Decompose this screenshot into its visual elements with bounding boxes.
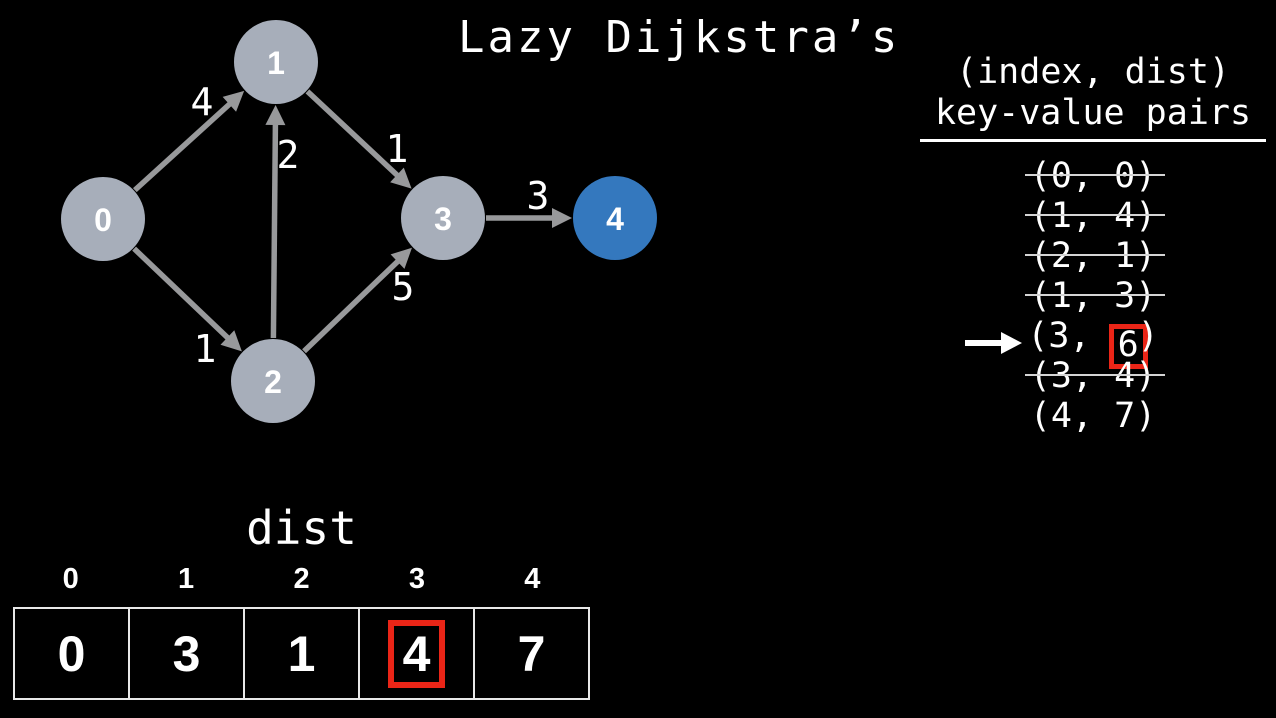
- priority-queue-panel: (index, dist) key-value pairs (0, 0)(1, …: [920, 52, 1266, 436]
- queue-entry-text: (4, 7): [1029, 396, 1157, 436]
- graph-edge: [132, 99, 235, 193]
- queue-entries: (0, 0)(1, 4)(2, 1)(1, 3)(3, 6)(3, 4)(4, …: [920, 156, 1266, 436]
- graph-edge: [132, 246, 233, 343]
- graph-node-4: [573, 176, 657, 260]
- graph-node-label: 3: [434, 201, 452, 237]
- graph-node-1: [234, 20, 318, 104]
- queue-entry-text: (1, 4): [1029, 196, 1157, 236]
- dist-cell-4: 7: [475, 607, 590, 700]
- current-entry-right-arrow-icon: [964, 324, 1022, 354]
- edge-arrowhead-icon: [222, 90, 245, 112]
- dist-cell-3: 4: [360, 607, 475, 700]
- edge-weight-label: 3: [527, 174, 550, 218]
- queue-entry-text: (2, 1): [1029, 236, 1157, 276]
- graph-node-3: [401, 176, 485, 260]
- queue-entry: (4, 7): [920, 396, 1266, 436]
- dist-index-label: 0: [62, 563, 79, 595]
- dist-index-label: 4: [524, 563, 541, 595]
- graph-node-label: 1: [267, 45, 285, 81]
- edge-weight-label: 1: [386, 127, 409, 171]
- queue-entry-text: (3, 4): [1029, 356, 1157, 396]
- edge-weight-label: 2: [277, 133, 300, 177]
- queue-entry: (1, 4): [920, 196, 1266, 236]
- edge-weight-label: 5: [392, 265, 415, 309]
- dist-cell-1: 3: [130, 607, 245, 700]
- queue-entry: (3, 4): [920, 356, 1266, 396]
- queue-header: (index, dist) key-value pairs: [920, 52, 1266, 142]
- graph-node-2: [231, 339, 315, 423]
- graph-edge: [305, 89, 402, 180]
- graph-node-0: [61, 177, 145, 261]
- edge-weight-label: 4: [191, 80, 214, 124]
- dist-array-indices: 0 1 2 3 4: [13, 563, 590, 596]
- queue-entry: (3, 6): [920, 316, 1266, 369]
- dist-cell-0: 0: [13, 607, 130, 700]
- red-highlight-box: 4: [387, 619, 446, 688]
- queue-entry: (1, 3): [920, 276, 1266, 316]
- graph-node-label: 2: [264, 364, 282, 400]
- dist-index-label: 2: [293, 563, 310, 595]
- graph-node-label: 0: [94, 202, 112, 238]
- dist-array-title: dist: [246, 501, 357, 555]
- edge-arrowhead-icon: [390, 167, 412, 189]
- dist-index-label: 1: [178, 563, 195, 595]
- graph-edge: [270, 120, 279, 339]
- edge-arrowhead-icon: [552, 208, 572, 228]
- queue-entry: (0, 0): [920, 156, 1266, 196]
- queue-entry-text: (3, 6): [1027, 316, 1159, 369]
- graph-node-label: 4: [606, 201, 624, 237]
- edge-arrowhead-icon: [220, 330, 242, 352]
- queue-entry-text: (1, 3): [1029, 276, 1157, 316]
- edge-weight-label: 1: [194, 327, 217, 371]
- dist-index-label: 3: [408, 563, 425, 595]
- queue-entry: (2, 1): [920, 236, 1266, 276]
- queue-header-line2: key-value pairs: [934, 93, 1252, 133]
- edge-arrowhead-icon: [265, 104, 286, 126]
- queue-header-line1: (index, dist): [956, 52, 1230, 92]
- queue-entry-text: (0, 0): [1029, 156, 1157, 196]
- graph-edge: [302, 256, 403, 354]
- dist-cell-2: 1: [245, 607, 360, 700]
- edge-arrowhead-icon: [390, 247, 412, 269]
- page-title: Lazy Dijkstra’s: [458, 12, 901, 63]
